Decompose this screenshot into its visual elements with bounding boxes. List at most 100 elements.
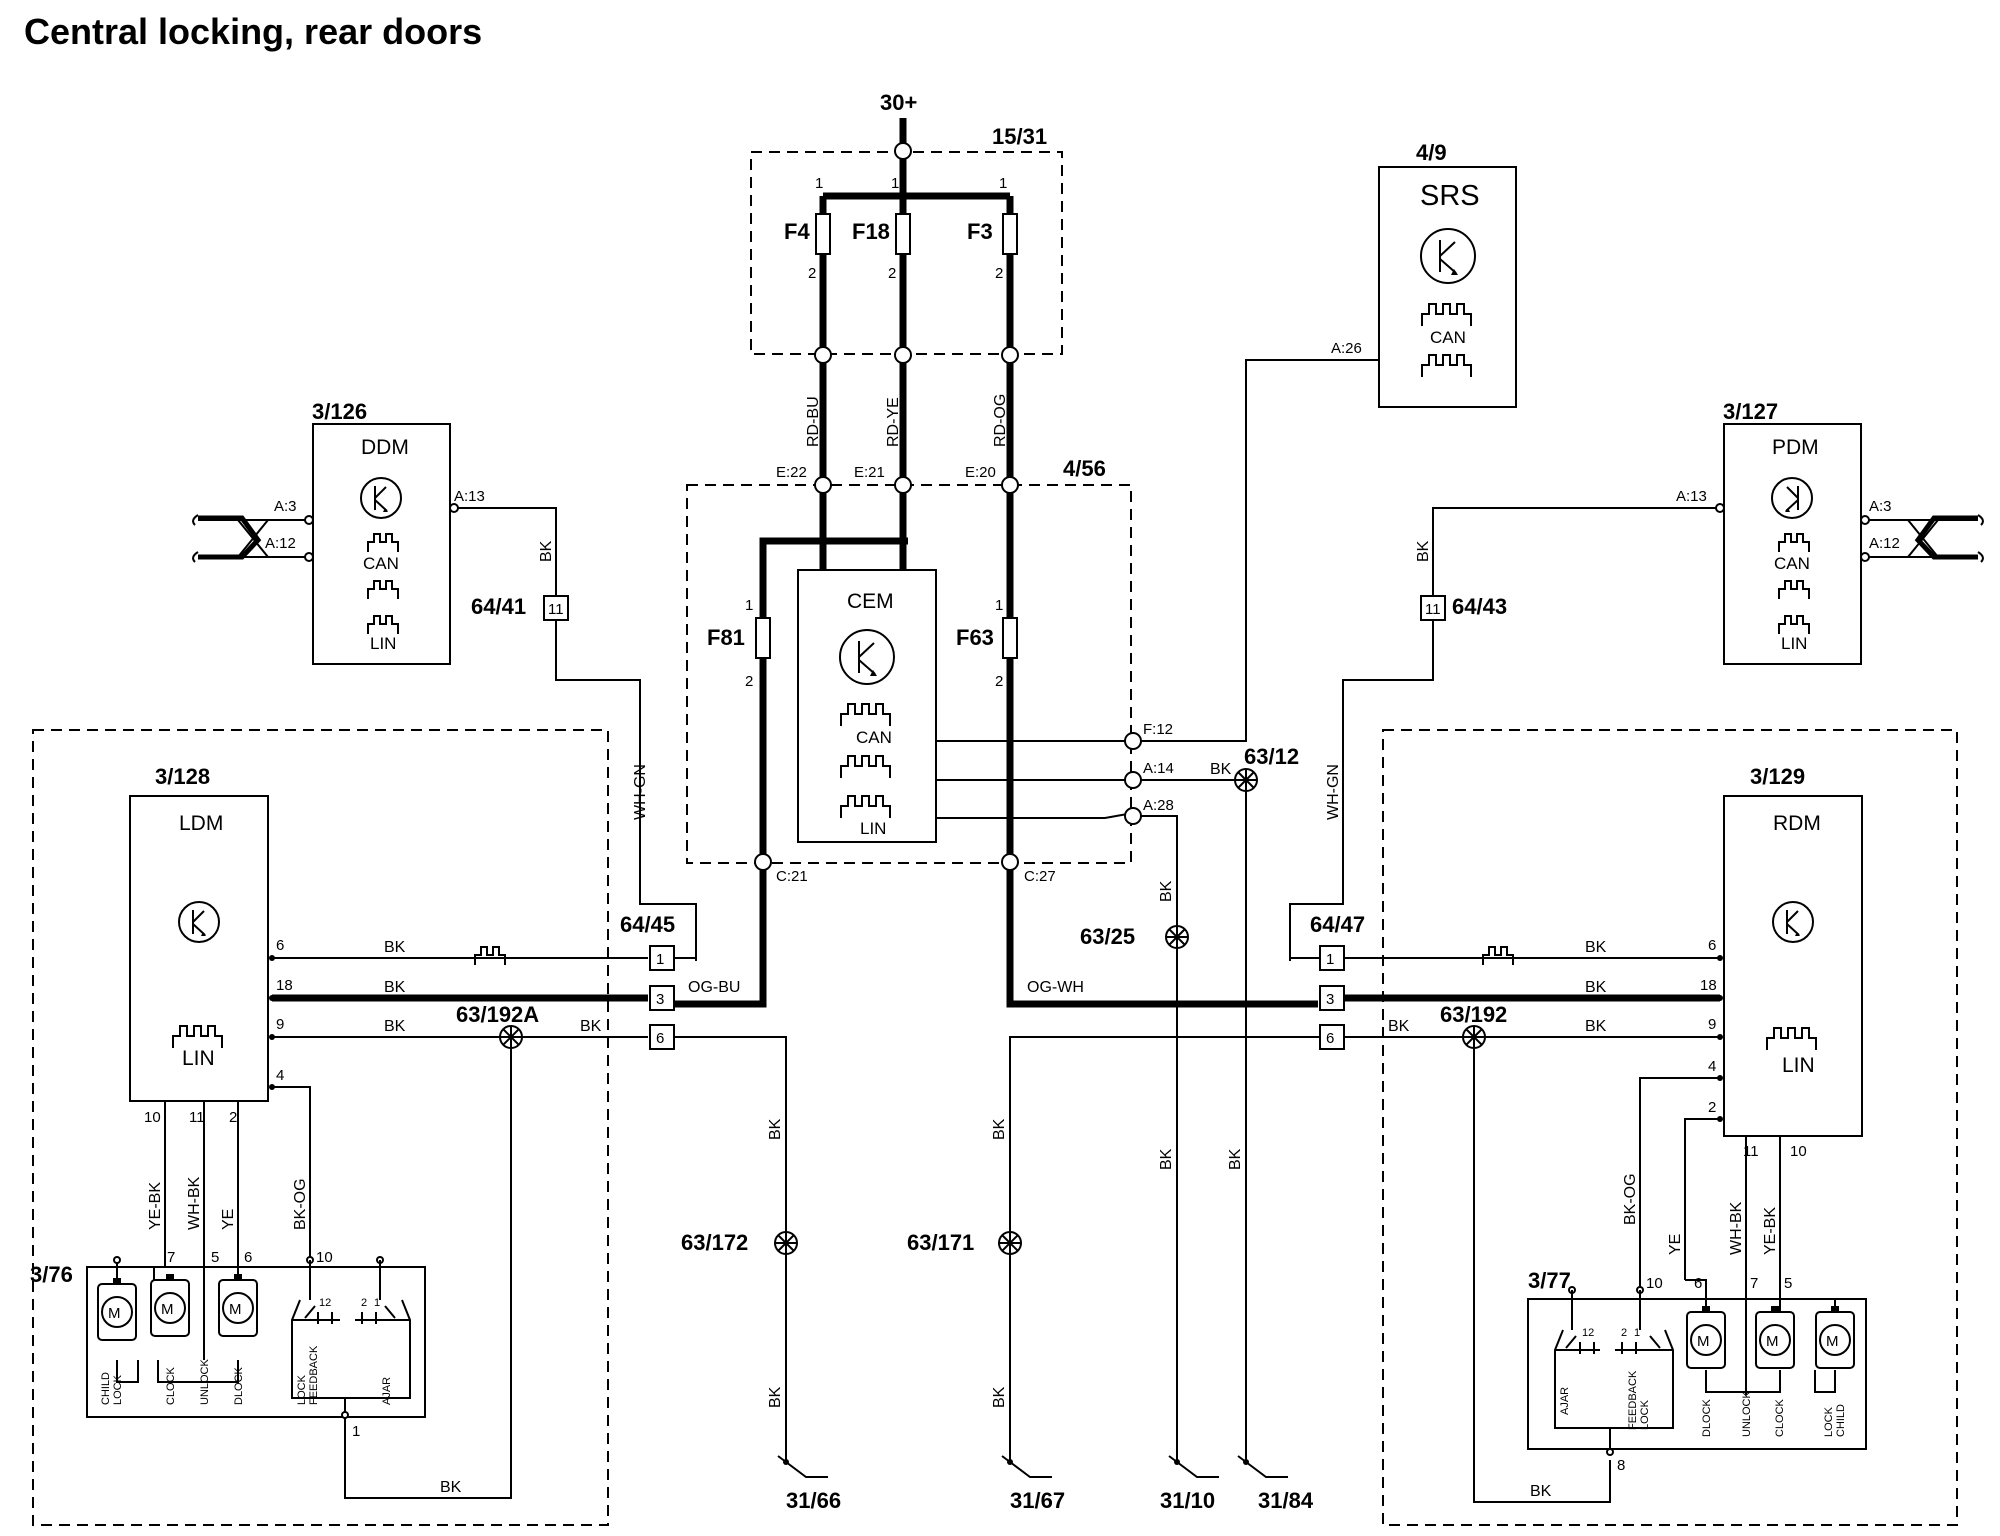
- ddm-pin-a13: A:13: [454, 488, 485, 505]
- connector-64-45-label: 64/45: [620, 912, 675, 937]
- wire-rdm-2: [1684, 1118, 1720, 1280]
- lock-left-switch-leads: [304, 1260, 396, 1319]
- lock-left-pin-10: 10: [316, 1249, 333, 1266]
- wire-label-wh-gn-right: WH-GN: [1325, 764, 1342, 820]
- splice-63-12-label: 63/12: [1244, 744, 1299, 769]
- ldm-lin-signal-icon: [474, 946, 506, 966]
- connector-64-45-num-1: 1: [656, 951, 664, 968]
- page-title: Central locking, rear doors: [24, 11, 482, 52]
- cem-ref: 4/56: [1063, 456, 1106, 481]
- lock-left-label-feedback: FEEDBACK: [308, 1345, 320, 1405]
- lock-left-sw-2: 2: [361, 1297, 367, 1309]
- pdm-name: PDM: [1772, 436, 1819, 459]
- wire-a28-ground: [1141, 815, 1178, 1462]
- cem-pin-f12: F:12: [1143, 721, 1173, 738]
- pdm-node-a13: [1715, 503, 1725, 513]
- wire-label-bk-3184: BK: [1227, 1148, 1244, 1170]
- cem-node-e21: [894, 476, 912, 494]
- ddm-pin-a3: A:3: [274, 498, 297, 515]
- fuse-f63: [1002, 617, 1018, 659]
- ground-31-10-label: 31/10: [1160, 1488, 1215, 1513]
- wire-label-bk-og-left: BK-OG: [292, 1178, 309, 1230]
- lock-right-pin-6: 6: [1694, 1275, 1702, 1292]
- connector-64-45-num-3: 3: [656, 991, 664, 1008]
- wire-6447-6-ground: [1009, 1036, 1320, 1462]
- lock-right-label-dlock: DLOCK: [1701, 1398, 1713, 1437]
- wire-label-og-wh: OG-WH: [1027, 979, 1084, 996]
- lock-left-label-lock2: LOCK: [296, 1374, 308, 1405]
- fuse-f3-pin1: 1: [999, 175, 1007, 192]
- ldm-pin-4: 4: [276, 1067, 284, 1084]
- lock-right-sw-2: 2: [1621, 1327, 1627, 1339]
- lock-left-label-ajar: AJAR: [381, 1377, 393, 1405]
- lock-left-label-dlock: DLOCK: [233, 1366, 245, 1405]
- ldm-lin: LIN: [182, 1047, 215, 1070]
- ldm-module: [129, 795, 269, 1102]
- wire-label-rd-ye: RD-YE: [885, 397, 902, 447]
- ddm-pin-a12: A:12: [265, 535, 296, 552]
- left-door-outline: [32, 729, 609, 1526]
- rdm-module: [1723, 795, 1863, 1137]
- cem-pin-c21: C:21: [776, 868, 808, 885]
- wire-label-bk-lockgnd-left: BK: [440, 1479, 462, 1496]
- ddm-node-a12: [304, 552, 314, 562]
- lock-right-switch-housing: [1554, 1329, 1674, 1429]
- cem-can: CAN: [856, 728, 892, 747]
- cem-node-a28: [1124, 807, 1142, 825]
- fuse-f63-pin1: 1: [995, 597, 1003, 614]
- node-supply: [894, 142, 912, 160]
- rdm-ref: 3/129: [1750, 764, 1805, 789]
- splice-63-171: [998, 1231, 1022, 1255]
- wire-label-rd-bu: RD-BU: [805, 396, 822, 447]
- connector-64-47-num-1: 1: [1326, 951, 1334, 968]
- lock-right-sw-12: 12: [1582, 1327, 1594, 1339]
- lock-right-pin-10: 10: [1646, 1275, 1663, 1292]
- srs-pin-a26: A:26: [1331, 340, 1362, 357]
- lock-left-term-1: [341, 1411, 349, 1419]
- ldm-pin-10: 10: [144, 1109, 161, 1126]
- fuse-f4: [815, 213, 831, 255]
- ddm-node-a13: [449, 503, 459, 513]
- wire-label-rd-og: RD-OG: [992, 394, 1009, 447]
- fuse-f81: [755, 617, 771, 659]
- ldm-pin-18: 18: [276, 977, 293, 994]
- wire-og-bu: [662, 870, 767, 1008]
- wire-label-bk-6445: BK: [580, 1018, 602, 1035]
- fuse-f63-label: F63: [956, 625, 994, 650]
- splice-63-171-label: 63/171: [907, 1230, 974, 1255]
- pdm-pin-a12: A:12: [1869, 535, 1900, 552]
- connector-64-43-pin: 11: [1425, 601, 1441, 618]
- lock-right-pin-8: 8: [1617, 1457, 1625, 1474]
- rdm-pin-2: 2: [1708, 1099, 1716, 1116]
- lock-right-label-ajar: AJAR: [1559, 1387, 1571, 1415]
- wire-ldm-4: [272, 1086, 311, 1258]
- lock-right-label-unlock: UNLOCK: [1741, 1390, 1753, 1437]
- srs-name: SRS: [1420, 180, 1480, 212]
- ground-31-67-label: 31/67: [1010, 1488, 1065, 1513]
- wire-label-bk-3110: BK: [1158, 1148, 1175, 1170]
- lock-left-term-a: [113, 1256, 121, 1264]
- fuse-f18-pin1: 1: [891, 175, 899, 192]
- srs-module: [1378, 166, 1517, 408]
- lock-left-pin-1: 1: [352, 1423, 360, 1440]
- connector-64-47-pin-3: [1319, 985, 1345, 1011]
- cem-node-e20: [1001, 476, 1019, 494]
- motor-child-lock-right-m: M: [1826, 1333, 1839, 1350]
- connector-64-45-pin-3: [649, 985, 675, 1011]
- pdm-node-a12: [1860, 552, 1870, 562]
- lock-left-ref: 3/76: [30, 1262, 73, 1287]
- fuse-f63-pin2: 2: [995, 673, 1003, 690]
- ground-31-66-label: 31/66: [786, 1488, 841, 1513]
- wire-ddm-6441: [458, 507, 557, 596]
- wire-label-bk-rdm6: BK: [1585, 939, 1607, 956]
- lock-right-label-child: CHILD: [1835, 1404, 1847, 1437]
- lock-left-label-clock: CLOCK: [165, 1366, 177, 1405]
- pdm-can: CAN: [1774, 554, 1810, 573]
- wire-label-bk-ldm9: BK: [384, 1018, 406, 1035]
- cem-node-c27: [1001, 853, 1019, 871]
- wire-label-wh-bk-right: WH-BK: [1728, 1201, 1745, 1255]
- fuse-f4-label: F4: [784, 219, 810, 244]
- wire-cem-a28: [936, 812, 1134, 819]
- wire-label-bk-pdm: BK: [1415, 540, 1432, 562]
- wire-label-bk-rdm18: BK: [1585, 979, 1607, 996]
